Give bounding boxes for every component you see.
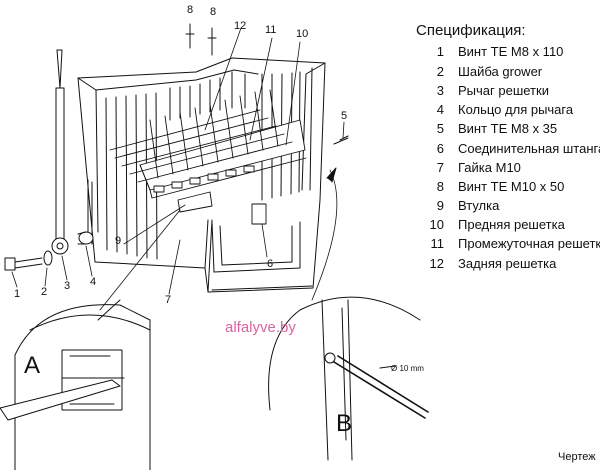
- bolt-parts: [4, 231, 94, 271]
- top-screws: [185, 23, 349, 145]
- spec-item-text: Винт TE M8 x 35: [458, 121, 558, 136]
- spec-item-number: 9: [436, 198, 444, 213]
- spec-title: Спецификация:: [416, 22, 526, 39]
- leader-lines: [11, 27, 345, 295]
- callout-2: 2: [41, 286, 48, 298]
- grate-assembly: [109, 89, 307, 225]
- spec-item-text: Промежуточная решетка: [458, 236, 600, 251]
- caption: Чертеж: [558, 451, 596, 463]
- spec-item-number: 6: [436, 141, 444, 156]
- detail-a: [0, 209, 181, 470]
- spec-item: 3 Рычаг решетки: [425, 83, 549, 98]
- spec-item-text: Соединительная штанга: [458, 141, 600, 156]
- spec-item-text: Втулка: [458, 198, 500, 213]
- callout-8b: 8: [210, 6, 217, 18]
- spec-item-text: Задняя решетка: [458, 256, 557, 271]
- spec-item-number: 4: [436, 102, 444, 117]
- callout-9: 9: [115, 235, 122, 247]
- spec-item-number: 11: [430, 236, 445, 251]
- spec-item: 8 Винт TE M10 x 50: [425, 179, 565, 194]
- spec-item-number: 1: [436, 44, 444, 59]
- watermark: alfalyve.by: [225, 319, 296, 336]
- spec-item: 9 Втулка: [425, 198, 500, 213]
- dimension-label: Ø 10 mm: [391, 364, 424, 373]
- spec-item-number: 8: [436, 179, 444, 194]
- spec-item-text: Винт TE M8 x 110: [458, 44, 564, 59]
- spec-item: 6 Соединительная штанга: [425, 141, 600, 156]
- callout-5: 5: [341, 110, 348, 122]
- spec-item-number: 10: [429, 217, 444, 232]
- spec-item: 5 Винт TE M8 x 35: [425, 121, 557, 136]
- spec-item-number: 5: [436, 121, 444, 136]
- callout-4: 4: [90, 276, 97, 288]
- spec-item-number: 3: [436, 83, 444, 98]
- spec-item: 2 Шайба grower: [425, 64, 542, 79]
- spec-item-text: Гайка М10: [458, 160, 521, 175]
- callout-8a: 8: [187, 4, 194, 16]
- spec-item: 7 Гайка М10: [425, 160, 521, 175]
- spec-item-text: Кольцо для рычага: [458, 102, 574, 117]
- detail-b-label: B: [336, 410, 353, 437]
- callout-12: 12: [234, 20, 247, 32]
- spec-item: 4 Кольцо для рычага: [425, 102, 573, 117]
- detail-a-label: A: [24, 352, 41, 379]
- spec-item: 1 Винт TE M8 x 110: [425, 44, 564, 59]
- spec-item: 12 Задняя решетка: [425, 256, 557, 271]
- callout-3: 3: [64, 280, 71, 292]
- callout-10: 10: [296, 28, 309, 40]
- spec-item: 11 Промежуточная решетка: [425, 236, 600, 251]
- spec-item-number: 2: [436, 64, 444, 79]
- spec-item-text: Предняя решетка: [458, 217, 565, 232]
- spec-item-number: 12: [429, 256, 444, 271]
- spec-item-text: Шайба grower: [458, 64, 543, 79]
- spec-item: 10 Предняя решетка: [425, 217, 565, 232]
- callout-1: 1: [14, 288, 21, 300]
- detail-b: [268, 167, 429, 461]
- spec-item-number: 7: [436, 160, 444, 175]
- callout-7: 7: [165, 294, 172, 306]
- callout-6: 6: [267, 258, 274, 270]
- callout-11: 11: [265, 24, 277, 36]
- grate-lever: [51, 49, 69, 255]
- spec-item-text: Винт TE M10 x 50: [458, 179, 565, 194]
- spec-item-text: Рычаг решетки: [458, 83, 549, 98]
